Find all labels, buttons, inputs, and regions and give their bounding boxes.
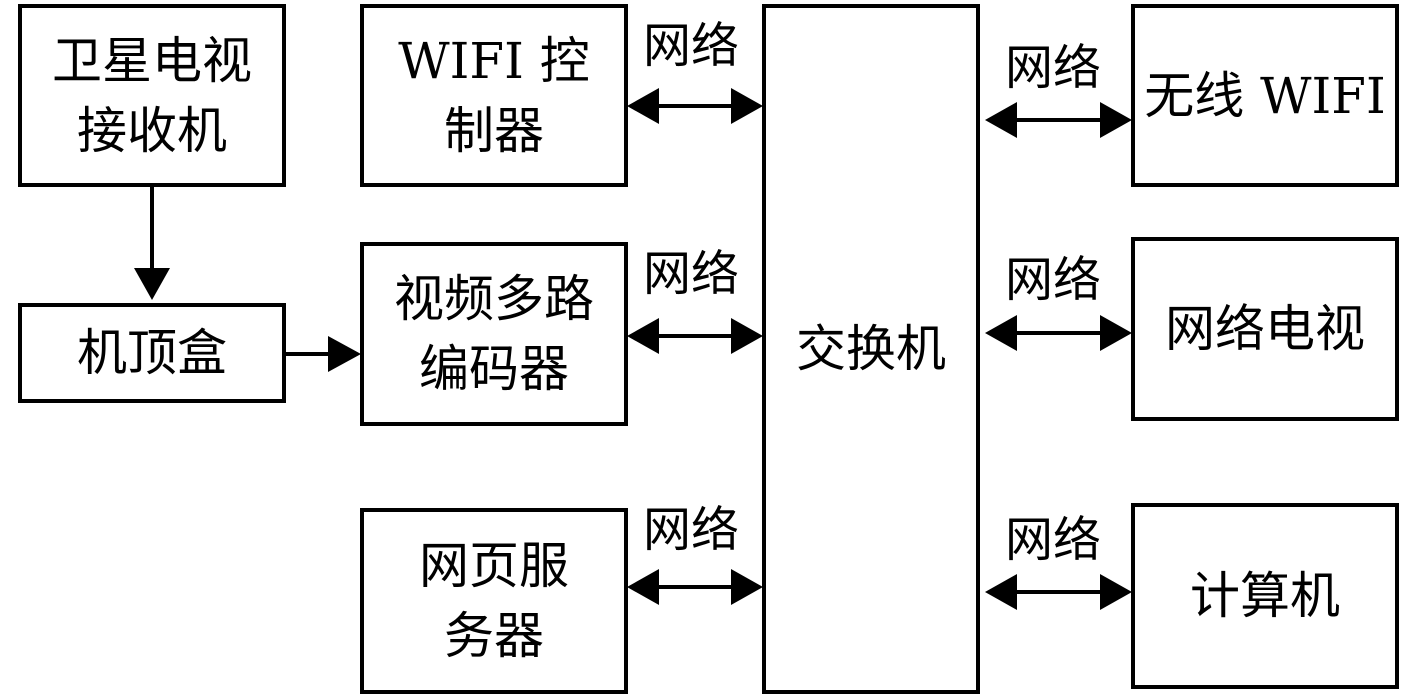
wifi-controller-label: WIFI 控 制器 (398, 31, 590, 160)
network-tv-node: 网络电视 (1131, 237, 1399, 421)
arrowhead-right (1100, 574, 1132, 610)
arrowhead-settopbox-to-encoder (328, 336, 361, 372)
arrowhead-right (1100, 102, 1132, 138)
edge-label-video-encoder-switch: 网络 (643, 246, 740, 302)
arrowhead-right (731, 318, 763, 354)
web-server-node: 网页服 务器 (360, 508, 628, 694)
edge-label-web-server-switch: 网络 (643, 502, 740, 558)
satellite-tv-receiver-node: 卫星电视 接收机 (18, 4, 286, 187)
computer-label: 计算机 (1190, 567, 1340, 625)
arrowhead-right (1100, 315, 1132, 351)
arrowhead-left (627, 569, 659, 605)
edge-label-switch-network-tv: 网络 (1005, 252, 1102, 308)
arrowhead-right (731, 88, 763, 124)
arrowhead-left (985, 574, 1017, 610)
network-tv-label: 网络电视 (1165, 300, 1365, 358)
arrowhead-left (627, 318, 659, 354)
edge-label-wifi-controller-switch: 网络 (643, 18, 740, 74)
satellite-tv-receiver-label: 卫星电视 接收机 (52, 31, 252, 160)
web-server-label: 网页服 务器 (419, 537, 569, 665)
edge-label-switch-computer: 网络 (1005, 512, 1102, 568)
switch-label: 交换机 (796, 320, 946, 378)
edge-label-switch-wireless-wifi: 网络 (1005, 40, 1102, 96)
arrowhead-right (731, 569, 763, 605)
set-top-box-label: 机顶盒 (77, 324, 227, 382)
wireless-wifi-node: 无线 WIFI (1131, 4, 1399, 187)
computer-node: 计算机 (1131, 503, 1399, 689)
wireless-wifi-label: 无线 WIFI (1144, 66, 1386, 125)
wifi-controller-node: WIFI 控 制器 (360, 4, 628, 187)
video-multiplex-encoder-label: 视频多路 编码器 (394, 270, 594, 398)
arrowhead-receiver-to-settopbox (134, 268, 170, 300)
arrowhead-left (627, 88, 659, 124)
switch-node: 交换机 (762, 4, 980, 694)
video-multiplex-encoder-node: 视频多路 编码器 (360, 242, 628, 426)
arrowhead-left (985, 315, 1017, 351)
arrowhead-left (985, 102, 1017, 138)
set-top-box-node: 机顶盒 (18, 303, 286, 403)
